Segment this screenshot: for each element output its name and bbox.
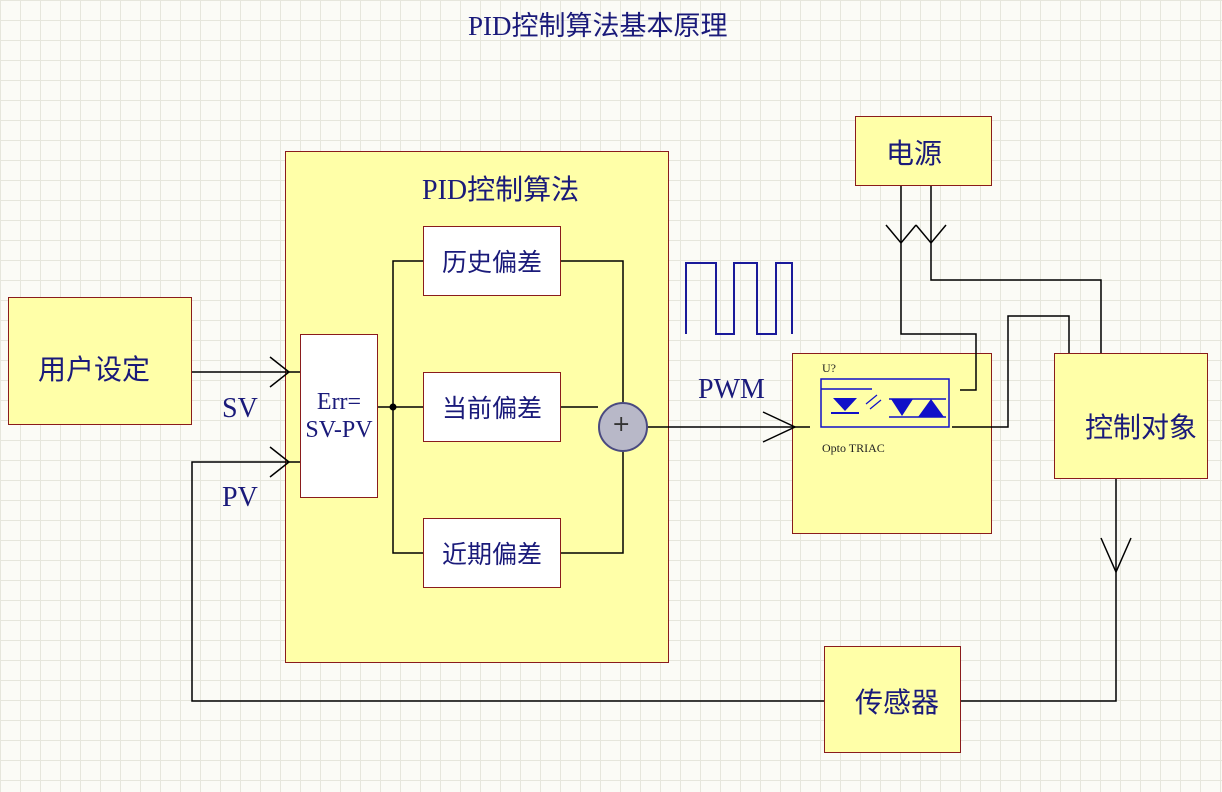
pwm-waveform-icon — [685, 262, 793, 335]
pv-arrowhead — [269, 446, 291, 478]
error-formula-line2: SV-PV — [305, 417, 373, 443]
history-to-summer-wire — [561, 260, 624, 402]
optocoupler-symbol-icon — [820, 378, 950, 428]
power-supply-label: 电源 — [886, 137, 943, 170]
user-setting-block — [8, 297, 192, 425]
power-arrow-left — [885, 224, 917, 245]
error-formula-line1: Err= — [316, 389, 362, 415]
recent-error-block: 近期偏差 — [423, 518, 561, 588]
summing-plus-sign: + — [612, 412, 631, 437]
power-wire-right — [930, 186, 1102, 353]
pv-label: PV — [222, 482, 258, 513]
error-calculation-block: Err= SV-PV — [300, 334, 378, 498]
diagram-title: PID控制算法基本原理 — [468, 11, 728, 41]
control-object-block — [1054, 353, 1208, 479]
history-error-block: 历史偏差 — [423, 226, 561, 296]
pwm-label: PWM — [698, 374, 765, 405]
pid-block-title: PID控制算法 — [422, 175, 580, 206]
pwm-arrowhead — [762, 411, 797, 443]
summing-junction — [598, 402, 648, 452]
opto-designator: U? — [822, 361, 836, 375]
opto-output-wire — [952, 315, 1070, 428]
object-to-sensor-wire — [961, 479, 1117, 702]
sensor-block — [824, 646, 961, 753]
sensor-arrowhead — [1100, 537, 1132, 574]
power-wire-left — [900, 186, 977, 391]
power-supply-block — [855, 116, 992, 186]
opto-triac-block — [792, 353, 992, 534]
power-arrow-right — [915, 224, 947, 245]
control-object-label: 控制对象 — [1085, 411, 1198, 444]
opto-part-name: Opto TRIAC — [822, 441, 885, 455]
sv-label: SV — [222, 393, 258, 424]
current-error-block: 当前偏差 — [423, 372, 561, 442]
recent-to-summer-wire — [561, 452, 624, 554]
sv-arrowhead — [269, 356, 291, 388]
pv-feedback-wire — [191, 461, 824, 702]
junction-dot — [389, 403, 397, 411]
sensor-label: 传感器 — [855, 686, 940, 719]
user-setting-label: 用户设定 — [38, 353, 151, 386]
